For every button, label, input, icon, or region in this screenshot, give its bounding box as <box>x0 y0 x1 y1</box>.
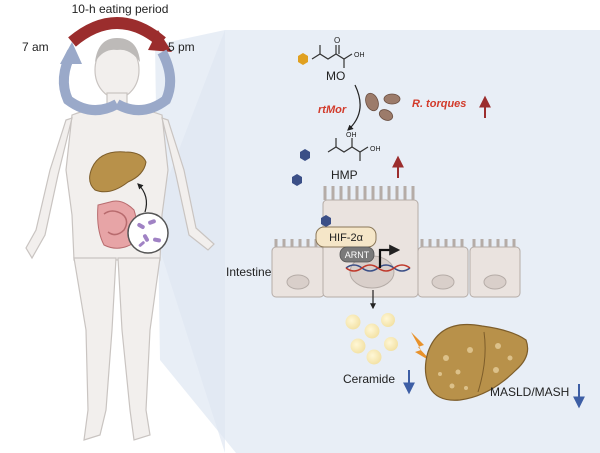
liver-icon <box>89 151 147 193</box>
dna-icon <box>345 264 411 272</box>
mo-structure <box>311 45 353 68</box>
zoom-wedge <box>150 30 225 453</box>
hexagon-icon <box>292 174 302 186</box>
transcription-arrow-icon <box>378 244 401 268</box>
enzyme-label: rtMor <box>318 104 347 116</box>
start-time-label: 7 am <box>22 40 49 54</box>
ceramide-label: Ceramide <box>343 372 395 386</box>
bacteria-zoom-icon <box>127 212 169 254</box>
mo-oxygen: O <box>334 36 340 45</box>
disease-label: MASLD/MASH <box>490 385 569 399</box>
mo-label: MO <box>326 69 345 83</box>
eating-period-arrowhead <box>148 30 172 52</box>
intestine-label: Intestine <box>226 265 272 279</box>
schedule-title: 10-h eating period <box>72 2 169 16</box>
mo-hydroxyl: OH <box>354 52 365 59</box>
hmp-structure <box>327 138 369 161</box>
end-time-label: 5 pm <box>168 40 195 54</box>
species-label: R. torques <box>412 98 466 110</box>
conversion-arrow <box>347 84 361 131</box>
hif-label: HIF-2α <box>329 232 364 244</box>
fatty-liver-icon <box>424 323 529 401</box>
hmp-oh-right: OH <box>370 146 381 153</box>
hexagon-icon <box>300 149 310 161</box>
hair <box>95 38 140 62</box>
hexagon-icon <box>321 215 331 227</box>
hexagon-icon <box>298 53 308 65</box>
fasting-arrowhead <box>60 42 82 64</box>
arnt-label: ARNT <box>345 250 370 260</box>
bacteria-icon <box>365 92 401 121</box>
fasting-arc-right <box>114 49 176 115</box>
fasting-arc <box>58 49 120 115</box>
ceramide-icon <box>345 313 398 365</box>
eating-period-arc <box>68 17 166 47</box>
arnt-box <box>339 246 375 263</box>
hmp-oh-top: OH <box>346 132 357 139</box>
lightning-icon <box>411 332 432 362</box>
gut-liver-arrow <box>137 183 148 213</box>
hmp-label: HMP <box>331 168 358 182</box>
